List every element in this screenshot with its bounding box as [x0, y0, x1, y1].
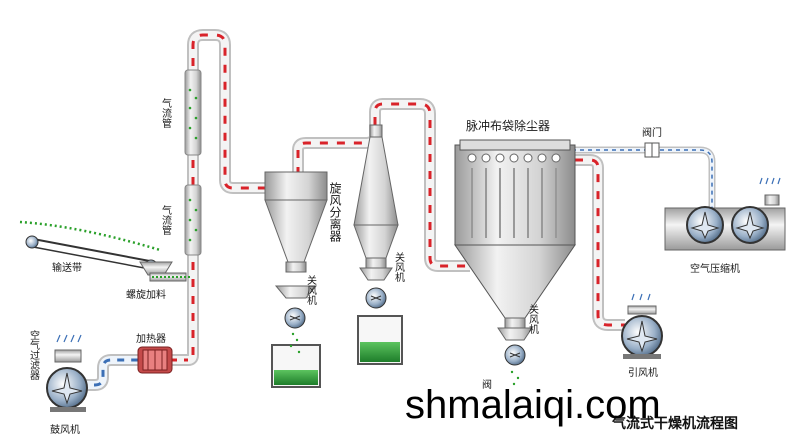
pipe-network — [80, 29, 716, 391]
diagram-caption: 气流式干燥机流程图 — [611, 415, 738, 432]
fan-label: 引风机 — [628, 366, 658, 379]
baghouse-label: 脉冲布袋除尘器 — [466, 118, 550, 133]
conveyor-label: 输送带 — [52, 261, 82, 274]
heater — [137, 346, 173, 374]
compressor-label: 空气压缩机 — [690, 262, 740, 275]
pulse-baghouse — [454, 139, 576, 386]
screw-feeder-label: 螺旋加料 — [126, 288, 166, 301]
riser-upper-label: 气流管 — [160, 97, 172, 129]
air-compressor — [664, 177, 786, 251]
valve-2-label: 关风机 — [393, 251, 405, 283]
bottom-valve-label: 阀 — [482, 378, 492, 391]
blower — [46, 367, 88, 412]
valve-3-label: 关风机 — [527, 303, 539, 335]
induced-draft-fan — [621, 293, 663, 359]
air-filter-label: 空气过滤器 — [28, 329, 40, 381]
air-filter — [54, 334, 82, 363]
heater-label: 加热器 — [136, 332, 166, 345]
watermark: shmalaiqi.com — [405, 383, 661, 427]
screw-feeder — [139, 261, 190, 282]
conveyor-belt — [19, 220, 161, 273]
cyclone-2 — [353, 124, 403, 365]
cyclone-1 — [264, 171, 328, 388]
gate-valve — [644, 142, 660, 158]
riser-tube — [184, 69, 202, 256]
cyclone-label: 旋风分离器 — [328, 182, 342, 243]
labels: 气流管 气流管 输送带 螺旋加料 加热器 空气过滤器 鼓风机 旋风分离器 关风机… — [28, 97, 741, 436]
riser-lower-label: 气流管 — [160, 204, 172, 236]
valve-1-label: 关风机 — [305, 274, 317, 306]
blower-label: 鼓风机 — [50, 423, 80, 436]
gate-label: 阀门 — [642, 126, 662, 139]
